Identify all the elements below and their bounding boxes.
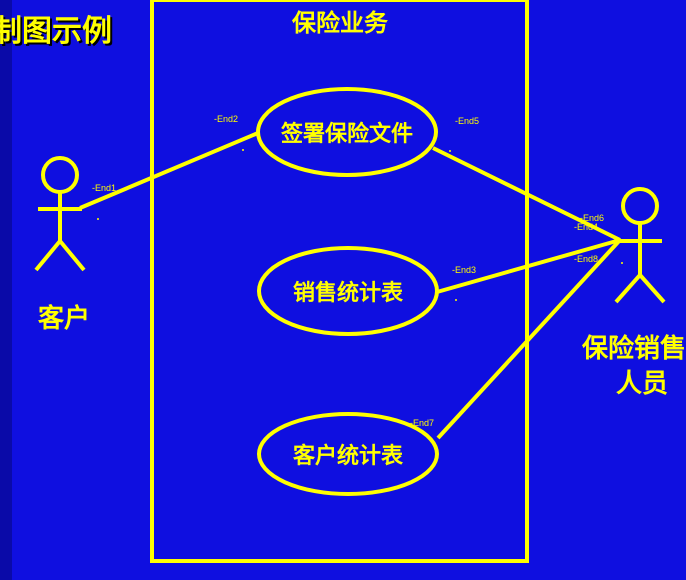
actor-right-leg bbox=[58, 239, 86, 272]
end-marker-dot bbox=[449, 150, 451, 152]
end-label-end5: -End5 bbox=[455, 116, 479, 126]
actor-salesperson-label-line1: 保险销售 bbox=[581, 333, 686, 364]
use-case-label: 签署保险文件 bbox=[280, 121, 413, 147]
actor-head bbox=[41, 156, 79, 194]
system-title: 保险业务 bbox=[291, 9, 389, 37]
slide-title: 制图示例 bbox=[0, 14, 112, 49]
association-customer-sign bbox=[79, 131, 259, 210]
end-marker-dot bbox=[621, 262, 623, 264]
use-case-ellipse bbox=[256, 87, 438, 177]
end-label-end2: -End2 bbox=[214, 114, 238, 124]
use-case-label: 销售统计表 bbox=[293, 280, 404, 306]
system-boundary bbox=[150, 0, 529, 563]
actor-left-leg bbox=[614, 273, 642, 304]
end-label-end8: -End8 bbox=[574, 254, 598, 264]
end-label-end7: -End7 bbox=[410, 418, 434, 428]
end-label-end3: -End3 bbox=[452, 265, 476, 275]
end-label-end1: -End1 bbox=[92, 183, 116, 193]
use-case-customer-report: 客户统计表 bbox=[257, 412, 439, 496]
use-case-label: 客户统计表 bbox=[293, 443, 404, 469]
association-sign-salesperson bbox=[432, 146, 621, 242]
end-label-end6: -End6 bbox=[580, 213, 604, 223]
association-customer-report-salesperson bbox=[436, 238, 622, 440]
use-case-sales-report: 销售统计表 bbox=[257, 246, 439, 336]
left-edge-strip bbox=[0, 0, 12, 580]
end-marker-dot bbox=[97, 218, 99, 220]
end-label-end4: -End4 bbox=[574, 222, 598, 232]
actor-left-leg bbox=[34, 239, 62, 272]
actor-customer bbox=[34, 156, 86, 272]
actor-right-leg bbox=[638, 273, 666, 304]
actor-insurance-salesperson bbox=[614, 187, 666, 304]
use-case-ellipse bbox=[257, 412, 439, 496]
actor-customer-label: 客户 bbox=[38, 303, 90, 334]
end-marker-dot bbox=[242, 149, 244, 151]
association-sales-report-salesperson bbox=[436, 238, 621, 294]
actor-salesperson-label-line2: 人员 bbox=[616, 369, 668, 399]
actor-head bbox=[621, 187, 659, 225]
use-case-ellipse bbox=[257, 246, 439, 336]
end-marker-dot bbox=[455, 299, 457, 301]
use-case-sign-insurance-document: 签署保险文件 bbox=[256, 87, 438, 177]
